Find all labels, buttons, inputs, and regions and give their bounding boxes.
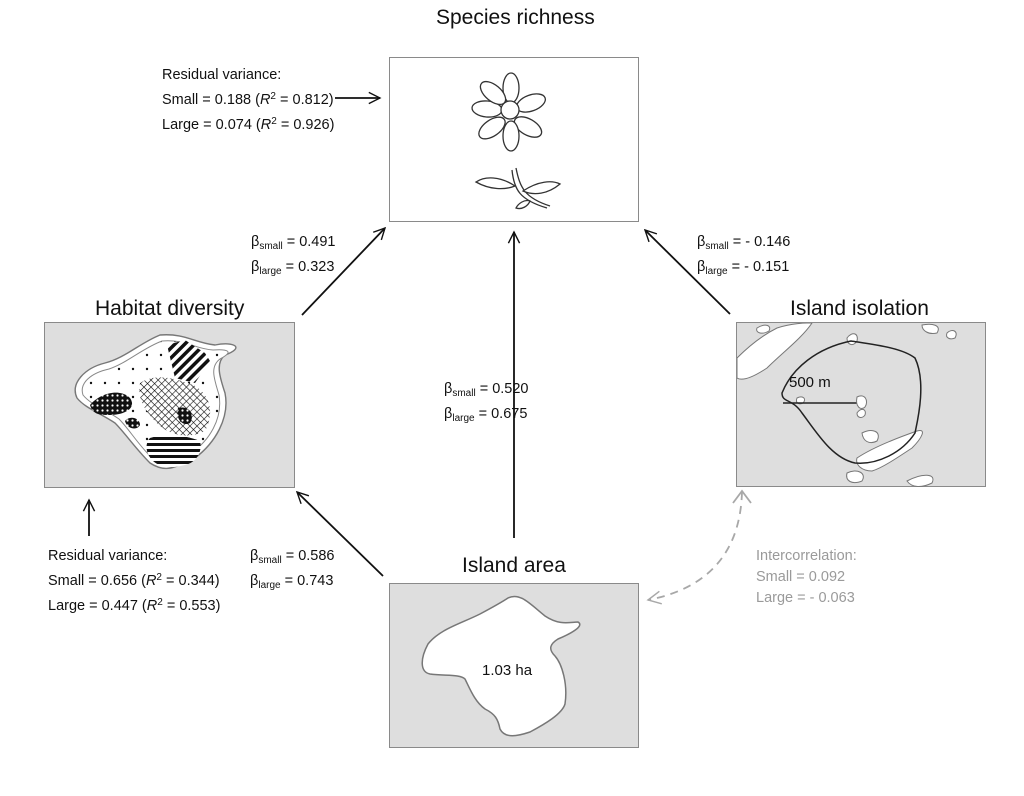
intercorrelation-small: Small = 0.092 bbox=[756, 569, 846, 585]
habitat-diversity-title: Habitat diversity bbox=[95, 297, 245, 320]
intercorrelation-curve bbox=[646, 491, 743, 605]
island-isolation-panel: 500 m bbox=[736, 322, 986, 487]
coef-small: βsmall = 0.491 bbox=[251, 234, 336, 252]
coef-isolation-to-richness: βsmall = - 0.146 βlarge = - 0.151 bbox=[697, 232, 790, 282]
habitat-map-icon bbox=[74, 334, 237, 470]
arrow-area-to-habitat bbox=[297, 492, 384, 577]
coef-large: βlarge = 0.323 bbox=[251, 259, 335, 277]
island-isolation-title: Island isolation bbox=[790, 297, 929, 320]
coef-small: βsmall = 0.586 bbox=[250, 548, 335, 566]
flower-icon bbox=[471, 72, 562, 210]
species-richness-panel bbox=[389, 57, 639, 222]
residual-heading: Residual variance: bbox=[48, 548, 168, 564]
residual-large: Large = 0.447 (R2 = 0.553) bbox=[48, 597, 221, 614]
residual-large: Large = 0.074 (R2 = 0.926) bbox=[162, 116, 335, 133]
island-area-panel: 1.03 ha bbox=[389, 583, 639, 748]
residual-variance-richness: Residual variance: Small = 0.188 (R2 = 0… bbox=[162, 65, 334, 136]
coef-large: βlarge = 0.743 bbox=[250, 573, 334, 591]
residual-small: Small = 0.188 (R2 = 0.812) bbox=[162, 91, 334, 108]
arrow-isolation-to-richness bbox=[645, 230, 731, 315]
isolation-radius-label: 500 m bbox=[789, 374, 831, 391]
habitat-diversity-panel bbox=[44, 322, 295, 488]
isolation-map-icon bbox=[737, 323, 957, 487]
coef-area-to-habitat: βsmall = 0.586 βlarge = 0.743 bbox=[250, 546, 335, 596]
coef-large: βlarge = 0.675 bbox=[444, 406, 528, 424]
coef-small: βsmall = 0.520 bbox=[444, 381, 529, 399]
species-richness-title: Species richness bbox=[436, 6, 595, 29]
intercorrelation-heading: Intercorrelation: bbox=[756, 548, 857, 564]
intercorrelation-large: Large = - 0.063 bbox=[756, 590, 855, 606]
island-shape-icon bbox=[421, 595, 581, 737]
coef-area-to-richness: βsmall = 0.520 βlarge = 0.675 bbox=[444, 379, 529, 429]
coef-large: βlarge = - 0.151 bbox=[697, 259, 790, 277]
coef-small: βsmall = - 0.146 bbox=[697, 234, 791, 252]
residual-small: Small = 0.656 (R2 = 0.344) bbox=[48, 572, 220, 589]
residual-variance-habitat: Residual variance: Small = 0.656 (R2 = 0… bbox=[48, 546, 220, 617]
intercorrelation-text: Intercorrelation: Small = 0.092 Large = … bbox=[756, 546, 857, 609]
island-area-label: 1.03 ha bbox=[482, 662, 533, 679]
island-area-title: Island area bbox=[462, 554, 566, 577]
coef-habitat-to-richness: βsmall = 0.491 βlarge = 0.323 bbox=[251, 232, 336, 282]
arrow-habitat-to-richness bbox=[301, 228, 385, 316]
intercorrelation-arrowhead-top bbox=[732, 489, 752, 504]
residual-heading: Residual variance: bbox=[162, 67, 282, 83]
